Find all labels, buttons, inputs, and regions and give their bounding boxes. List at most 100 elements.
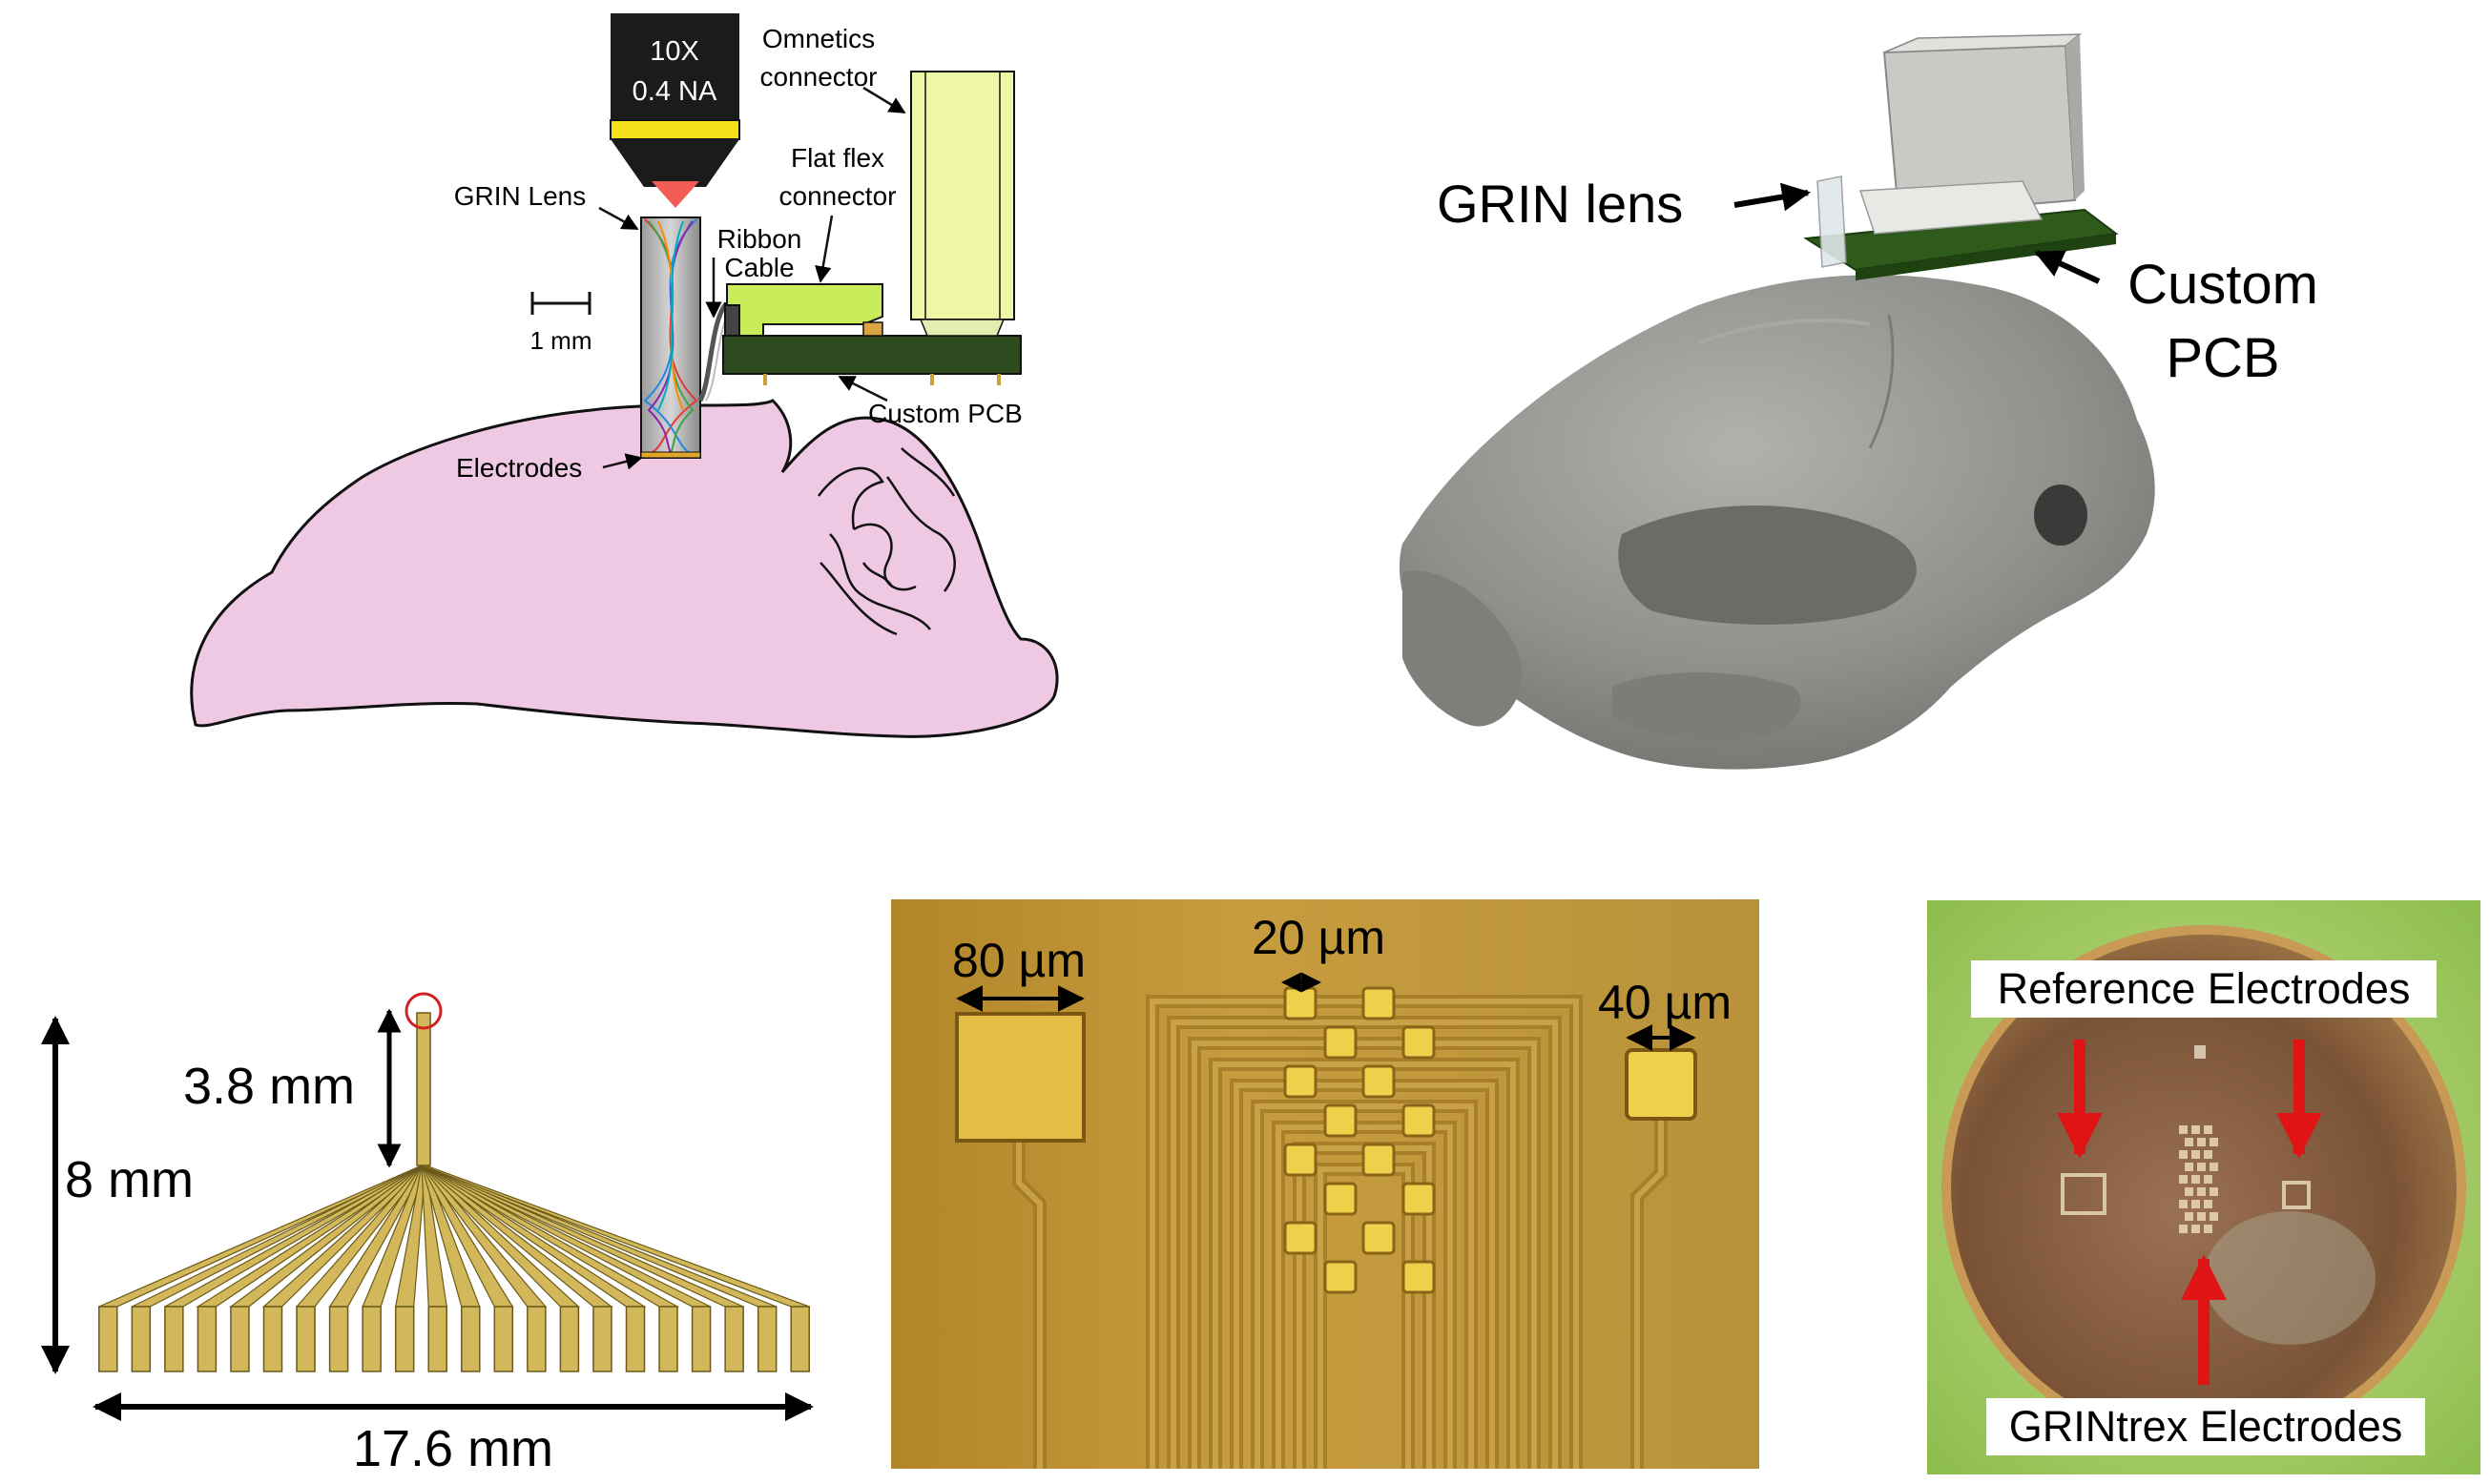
probe-contact-finger <box>625 1306 646 1372</box>
recording-pad <box>1323 1182 1358 1216</box>
photo-electrode-pad <box>2210 1212 2218 1221</box>
photo-electrode-pad <box>2204 1150 2212 1159</box>
photo-electrode-pad <box>2185 1187 2193 1196</box>
photo-electrode-pad <box>2197 1138 2206 1146</box>
probe-contact-finger <box>461 1306 481 1372</box>
arrow-icon <box>2034 250 2101 284</box>
probe-contact-finger <box>262 1306 283 1372</box>
probe-contact-finger <box>131 1306 152 1372</box>
probe-contact-finger <box>296 1306 316 1372</box>
photo-electrode-pad <box>2197 1187 2206 1196</box>
label-tip-length: 3.8 mm <box>183 1058 355 1115</box>
omnetics-connector <box>910 71 1015 337</box>
photo-electrode-pad <box>2191 1225 2200 1233</box>
recording-pad <box>1323 1103 1358 1138</box>
photo-electrode-pad <box>2191 1150 2200 1159</box>
photo-electrode-pad <box>2179 1200 2188 1208</box>
label-b-custom: Custom <box>2127 254 2318 316</box>
recording-pad <box>1361 986 1396 1020</box>
photo-electrode-pad <box>2179 1125 2188 1134</box>
photo-electrode-pad <box>2210 1163 2218 1171</box>
arrow-icon <box>598 206 639 231</box>
arrow-icon <box>602 453 643 470</box>
scale-label: 1 mm <box>530 326 592 355</box>
probe-contact-finger <box>527 1306 547 1372</box>
electrode-trace-highlight <box>1171 1020 1558 1469</box>
photo-electrode-pad <box>2179 1225 2188 1233</box>
arrow-icon <box>1733 182 1811 212</box>
probe-contact-finger <box>98 1306 118 1372</box>
photo-electrode-pad <box>2197 1212 2206 1221</box>
photo-reference-pad-left <box>2061 1173 2106 1215</box>
mouse-skull-icon <box>1399 275 2155 770</box>
photo-electrode-pad <box>2185 1138 2193 1146</box>
photo-electrode-pad <box>2185 1163 2193 1171</box>
panel-e-implant-photo: Reference Electrodes GRINtrex Electrodes <box>1927 900 2480 1474</box>
label-small-pad: 20 µm <box>1252 911 1385 964</box>
recording-pad <box>1283 986 1318 1020</box>
photo-electrode-pad <box>2210 1187 2218 1196</box>
ribbon-cable <box>697 300 745 402</box>
microscope-objective-icon: 10X 0.4 NA <box>610 13 740 208</box>
panel-d-electrode-micrograph: 80 µm 20 µm 40 µm <box>891 899 1759 1469</box>
grin-lens-schematic <box>640 216 701 459</box>
recording-pad <box>1283 1143 1318 1177</box>
electrode-trace-highlight <box>1634 1119 1664 1469</box>
label-omnetics-2: connector <box>760 62 878 92</box>
recording-pad <box>1401 1103 1436 1138</box>
probe-contact-finger <box>164 1306 184 1372</box>
panel-c-probe-layout: 3.8 mm 8 mm 17.6 mm <box>41 992 814 1477</box>
objective-na: 0.4 NA <box>633 76 717 107</box>
arrow-icon <box>815 215 834 283</box>
recording-pad <box>1323 1025 1358 1060</box>
recording-pad <box>1401 1182 1436 1216</box>
label-grintrex: GRINtrex Electrodes <box>2009 1402 2403 1451</box>
photo-electrode-pad <box>2204 1200 2212 1208</box>
electrode-traces-highlight <box>1016 999 1664 1469</box>
arrow-icon <box>838 375 888 402</box>
recording-pad <box>1283 1221 1318 1255</box>
probe-contact-finger <box>592 1306 612 1372</box>
photo-electrode-pad <box>2179 1150 2188 1159</box>
electrode-trace-highlight <box>1016 1141 1043 1469</box>
photo-electrode-pad <box>2185 1212 2193 1221</box>
small-reference-pad <box>1625 1048 1697 1121</box>
label-b-grin-lens: GRIN lens <box>1437 174 1683 234</box>
objective-magnification: 10X <box>650 36 699 67</box>
label-electrodes: Electrodes <box>456 453 582 483</box>
photo-electrode-pad <box>2191 1125 2200 1134</box>
brain-outline <box>190 399 1059 738</box>
label-box-grintrex <box>1986 1398 2425 1455</box>
recording-pad <box>1401 1260 1436 1294</box>
probe-contact-finger <box>724 1306 744 1372</box>
probe-contact-finger <box>658 1306 678 1372</box>
electrode-trace-highlight <box>1255 1103 1474 1469</box>
recording-pad <box>1323 1260 1358 1294</box>
cerebellum-folds <box>817 447 956 636</box>
label-reference: Reference Electrodes <box>1998 964 2411 1013</box>
probe-fan-traces <box>98 1165 810 1372</box>
label-large-pad: 80 µm <box>952 934 1086 987</box>
probe-shank <box>416 1012 431 1166</box>
probe-contact-finger <box>790 1306 810 1372</box>
photo-reference-pad-right <box>2282 1181 2311 1209</box>
label-ribbon-2: Cable <box>724 253 794 282</box>
label-ref-pad: 40 µm <box>1598 976 1732 1029</box>
probe-contact-finger <box>427 1306 447 1372</box>
label-grin-lens: GRIN Lens <box>454 181 587 211</box>
probe-contact-finger <box>328 1306 349 1372</box>
scale-bar: 1 mm <box>530 292 592 355</box>
panel-b-skull-render: GRIN lens Custom PCB <box>1399 33 2318 770</box>
flat-flex-connector <box>726 283 883 337</box>
photo-electrode-pad <box>2191 1200 2200 1208</box>
recording-pad <box>1361 1064 1396 1099</box>
probe-contact-finger <box>197 1306 218 1372</box>
electrode-trace-highlight <box>1192 1041 1537 1469</box>
probe-contact-finger <box>493 1306 514 1372</box>
recording-pad <box>1283 1064 1318 1099</box>
probe-contact-finger <box>394 1306 415 1372</box>
probe-tip-highlight <box>405 992 443 1030</box>
large-reference-pad <box>955 1012 1086 1143</box>
recording-pad <box>1401 1025 1436 1060</box>
